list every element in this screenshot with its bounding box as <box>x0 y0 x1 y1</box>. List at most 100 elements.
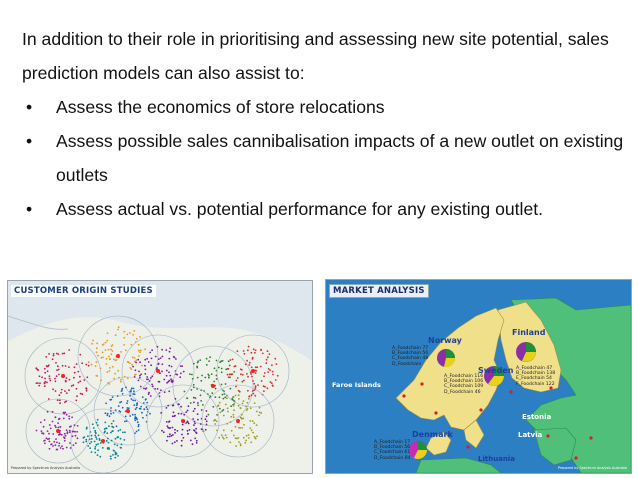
customer-dot <box>65 413 68 416</box>
customer-dot <box>186 409 189 412</box>
customer-dot <box>126 361 129 363</box>
customer-dot <box>123 439 126 441</box>
customer-dot <box>87 435 89 438</box>
customer-dot <box>207 413 210 416</box>
customer-dot <box>120 390 123 392</box>
customer-dot <box>130 343 133 346</box>
customer-dot <box>210 373 213 375</box>
customer-dot <box>213 367 216 370</box>
customer-dot <box>103 431 106 434</box>
customer-dot <box>229 421 232 423</box>
customer-dot <box>78 375 81 378</box>
customer-dot <box>233 409 235 412</box>
customer-dot <box>235 379 238 382</box>
customer-dot <box>149 351 152 354</box>
customer-dot <box>220 371 223 374</box>
customer-dot <box>105 363 108 365</box>
customer-dot <box>71 430 74 433</box>
customer-dot <box>52 353 55 355</box>
customer-dot <box>193 420 196 423</box>
customer-dot <box>85 387 88 390</box>
legend-finland-entry: B_Foodchain 138 <box>516 371 556 377</box>
customer-dot <box>69 442 71 444</box>
customer-dot <box>154 355 157 358</box>
customer-dot <box>126 333 129 336</box>
customer-dot <box>104 421 107 424</box>
customer-dot <box>251 375 253 378</box>
trade-area-ring <box>201 384 275 458</box>
customer-dot <box>110 439 113 442</box>
pie-denmark <box>409 441 427 459</box>
customer-dot <box>271 364 273 366</box>
customer-dot <box>107 441 110 444</box>
customer-dot <box>114 334 117 336</box>
customer-dot <box>121 406 124 409</box>
customer-dot <box>215 420 218 423</box>
customer-dot <box>77 370 80 373</box>
customer-dot <box>247 397 250 400</box>
customer-dot <box>248 437 250 439</box>
customer-dot <box>71 435 74 438</box>
customer-dot <box>45 365 48 367</box>
customer-dot <box>265 362 268 365</box>
customer-dot <box>35 367 38 370</box>
customer-dot <box>111 350 114 352</box>
customer-dot <box>97 354 99 357</box>
customer-dot <box>182 370 185 373</box>
customer-dot <box>115 425 118 428</box>
customer-dot <box>96 342 98 345</box>
customer-dot <box>48 440 51 443</box>
customer-dot <box>192 410 195 412</box>
customer-dot <box>100 379 102 382</box>
customer-dot <box>165 349 168 351</box>
customer-dot <box>69 447 72 449</box>
customer-dot <box>240 373 242 376</box>
customer-dot <box>205 420 208 423</box>
trade-area-ring <box>93 376 163 446</box>
customer-dot <box>136 418 139 421</box>
customer-dot <box>57 418 60 421</box>
customer-dot <box>221 436 224 439</box>
customer-dot <box>137 358 140 361</box>
customer-dot <box>226 397 228 400</box>
customer-dot <box>220 434 223 436</box>
customer-dot <box>169 347 172 350</box>
customer-dot <box>137 349 140 352</box>
customer-dot <box>204 418 207 421</box>
customer-dot <box>235 385 237 388</box>
customer-dot <box>110 422 113 425</box>
customer-dot <box>253 422 256 424</box>
label-denmark: Denmark <box>412 430 453 439</box>
customer-dot <box>181 433 183 436</box>
bullet-marker: • <box>26 199 33 219</box>
customer-dot <box>181 423 184 426</box>
customer-dot <box>150 357 153 360</box>
legend-norway-entry: B_Foodchain 56 <box>392 351 429 357</box>
customer-dot <box>172 355 175 358</box>
customer-dot <box>148 391 150 394</box>
customer-dot <box>68 415 70 418</box>
customer-dot <box>195 439 198 442</box>
customer-dot <box>179 365 182 367</box>
customer-dot <box>91 423 94 426</box>
customer-dot <box>56 448 59 451</box>
customer-dot <box>106 414 109 417</box>
customer-dot <box>271 370 274 373</box>
customer-dot <box>230 429 233 432</box>
customer-dot <box>145 406 148 409</box>
customer-dot <box>173 415 176 417</box>
customer-dot <box>141 364 143 367</box>
customer-dot <box>167 404 170 407</box>
customer-dot <box>117 429 120 432</box>
customer-dot <box>57 426 60 429</box>
customer-dot <box>127 407 130 409</box>
customer-dot <box>250 373 252 375</box>
customer-dot <box>249 427 252 429</box>
customer-dot <box>133 390 135 393</box>
customer-dot <box>43 419 46 421</box>
customer-dot <box>75 399 78 402</box>
customer-dot <box>168 379 171 382</box>
customer-dot <box>253 382 256 385</box>
customer-dot <box>119 410 122 413</box>
customer-dot <box>236 377 239 379</box>
